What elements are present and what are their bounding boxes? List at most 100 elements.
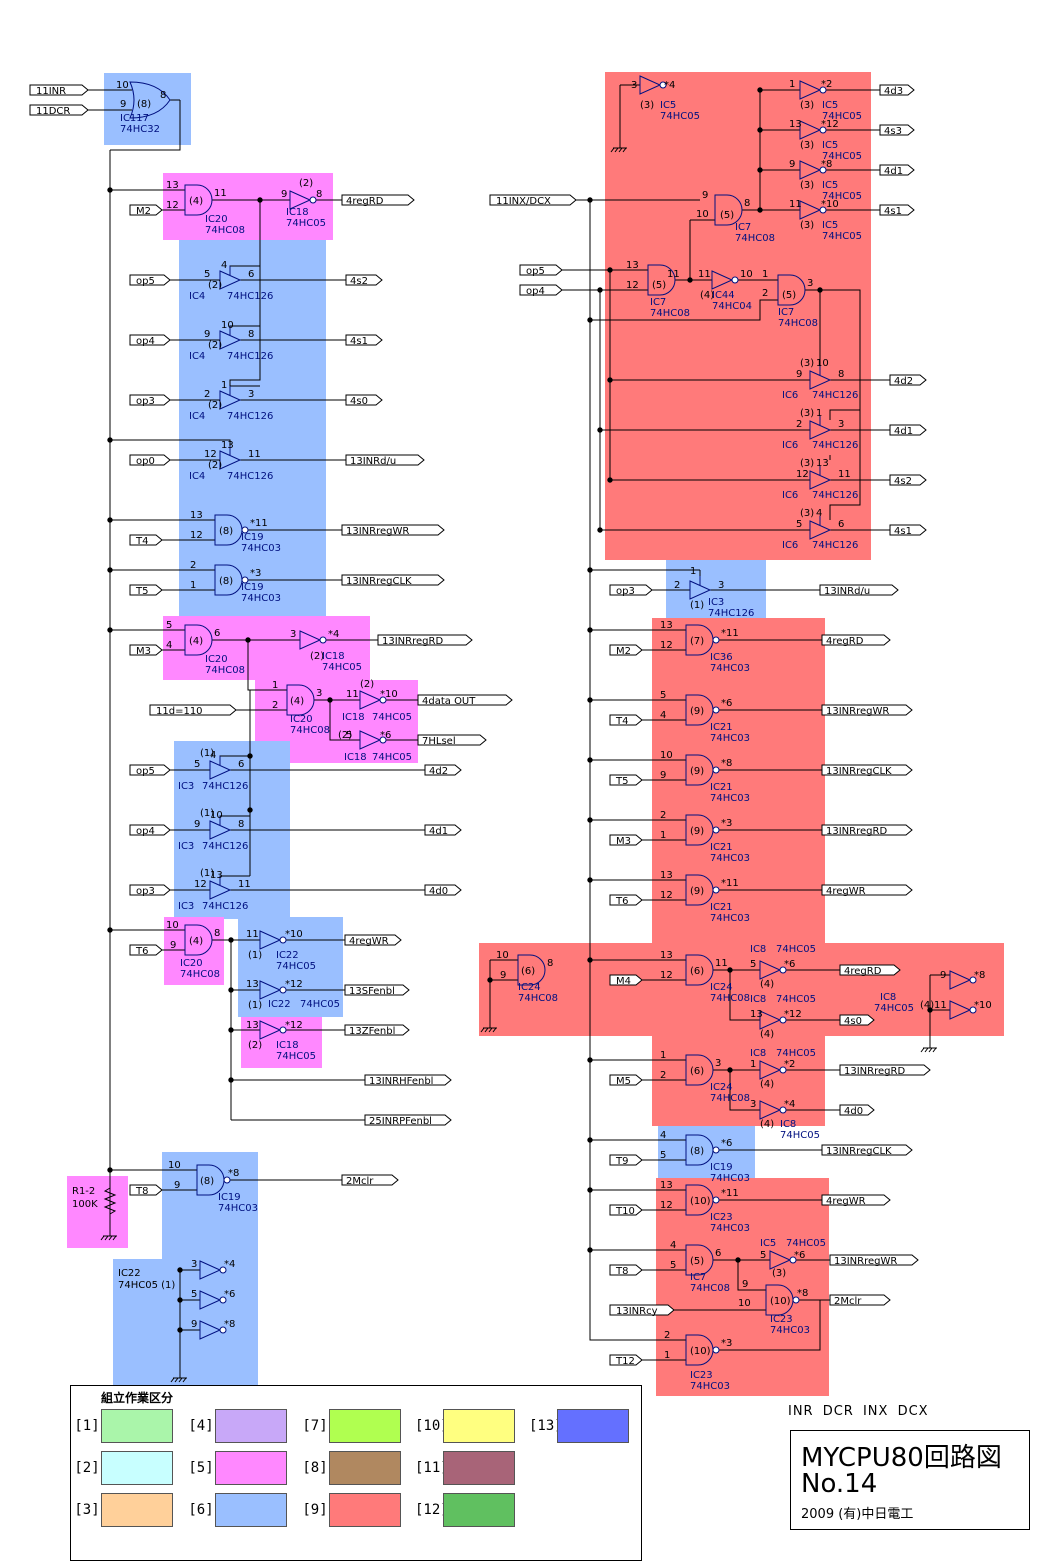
inverter <box>759 1100 787 1120</box>
junction-dot <box>687 277 693 283</box>
pin-label: 74HC08 <box>290 725 330 736</box>
input-tag-label: op3 <box>136 886 155 897</box>
assembly-area-resistor <box>67 1176 128 1248</box>
wire <box>614 147 619 153</box>
assembly-area <box>652 1036 825 1126</box>
pin-label: (8) <box>219 526 233 537</box>
junction-dot <box>228 987 234 993</box>
inverter <box>769 1250 797 1270</box>
pin-label: IC5 <box>822 180 838 191</box>
legend-item-label: [4] <box>188 1418 214 1434</box>
output-bubble <box>712 1146 720 1154</box>
pin-label: 13 <box>750 1009 763 1020</box>
junction-dot <box>107 517 113 523</box>
pin-label: 74HC05 <box>776 1048 816 1059</box>
input-tag-shape <box>489 194 577 206</box>
pin-label: 74HC05 <box>776 994 816 1005</box>
junction-dot <box>107 1167 113 1173</box>
pin-label: *4 <box>784 1099 795 1110</box>
and-gate <box>214 514 249 546</box>
input-tag-shape <box>129 204 163 216</box>
input-tag-shape <box>129 334 171 346</box>
pin-label: 74HC08 <box>735 233 775 244</box>
input-tag: op5 <box>519 264 563 277</box>
input-tag-label: T6 <box>135 946 148 957</box>
pin-label: 10 <box>660 750 673 761</box>
signal-tag-shape <box>344 934 402 946</box>
pin-label: IC6 <box>782 490 798 501</box>
signal-tag: 4regWR <box>344 934 402 947</box>
junction-dot <box>247 753 253 759</box>
and-gate-body <box>184 184 213 216</box>
pin-label: 1 <box>221 380 227 391</box>
legend-item: [11] <box>415 1450 515 1486</box>
pin-label: 8 <box>160 90 166 101</box>
output-bubble <box>319 636 327 644</box>
pin-label: 74HC05 <box>300 999 340 1010</box>
input-tag-shape <box>129 1184 163 1196</box>
pin-label: IC18 <box>342 712 365 723</box>
output-bubble <box>819 206 827 214</box>
assembly-area <box>163 616 370 680</box>
pin-label: 3 <box>715 1058 721 1069</box>
pin-label: 74HC05 <box>372 712 412 723</box>
input-tag: 11d=110 <box>149 704 237 717</box>
pin-label: 6 <box>214 628 220 639</box>
junction-dot <box>587 1187 593 1193</box>
pin-label: (3) <box>640 100 654 111</box>
pin-label: (3) <box>800 508 814 519</box>
input-tag-label: 11INR <box>36 86 66 97</box>
pin-label: 4 <box>816 508 822 519</box>
pin-label: 1 <box>789 79 795 90</box>
pin-label: *8 <box>721 758 732 769</box>
legend-swatch <box>101 1493 173 1527</box>
signal-tag: 4d2 <box>424 764 462 777</box>
wire <box>178 1377 183 1383</box>
pin-label: 74HC05 <box>780 1130 820 1141</box>
pin-label: 74HC08 <box>650 308 690 319</box>
buffer-body <box>219 390 242 410</box>
pin-label: *10 <box>974 1000 992 1011</box>
input-tag-label: T4 <box>135 536 148 547</box>
pin-label: *6 <box>721 698 732 709</box>
junction-dot <box>587 317 593 323</box>
inverter <box>949 1000 977 1020</box>
pin-label: IC3 <box>178 841 194 852</box>
pin-label: (3) <box>800 220 814 231</box>
or-gate-body <box>129 81 171 119</box>
pin-label: IC5 <box>822 220 838 231</box>
pin-label: *6 <box>380 730 391 741</box>
pin-label: 10 <box>496 950 509 961</box>
signal-tag-label: 4data OUT <box>422 696 476 707</box>
pin-label: 12 <box>194 879 207 890</box>
pin-label: 74HC03 <box>218 1203 258 1214</box>
output-bubble <box>789 1256 797 1264</box>
buffer-body <box>799 80 822 100</box>
signal-tag: 4regWR <box>821 884 913 897</box>
input-tag-shape <box>129 534 163 546</box>
and-gate <box>286 684 315 716</box>
pin-label: 11 <box>698 269 711 280</box>
buffer-body <box>689 580 712 600</box>
junction-dot <box>107 567 113 573</box>
signal-tag-shape <box>364 1114 452 1126</box>
wire <box>729 1070 760 1111</box>
pin-label: IC7 <box>650 297 666 308</box>
output-bubble <box>712 1346 720 1354</box>
pin-label: 10 <box>740 269 753 280</box>
wire <box>729 970 760 1021</box>
pin-label: 74HC08 <box>710 1093 750 1104</box>
input-tag-label: M2 <box>136 206 151 217</box>
junction-dot <box>177 1267 183 1273</box>
input-tag-shape <box>609 1354 643 1366</box>
signal-tag-shape <box>344 1024 410 1036</box>
legend-item-label: [13] <box>529 1418 563 1434</box>
pin-label: IC21 <box>710 782 733 793</box>
buffer-body <box>199 1320 222 1340</box>
pin-label: (1) <box>200 868 214 879</box>
pin-label: (4) <box>760 1029 774 1040</box>
buffer <box>209 816 232 840</box>
pin-label: *6 <box>784 959 795 970</box>
buffer <box>209 876 232 900</box>
legend-swatch <box>443 1409 515 1443</box>
